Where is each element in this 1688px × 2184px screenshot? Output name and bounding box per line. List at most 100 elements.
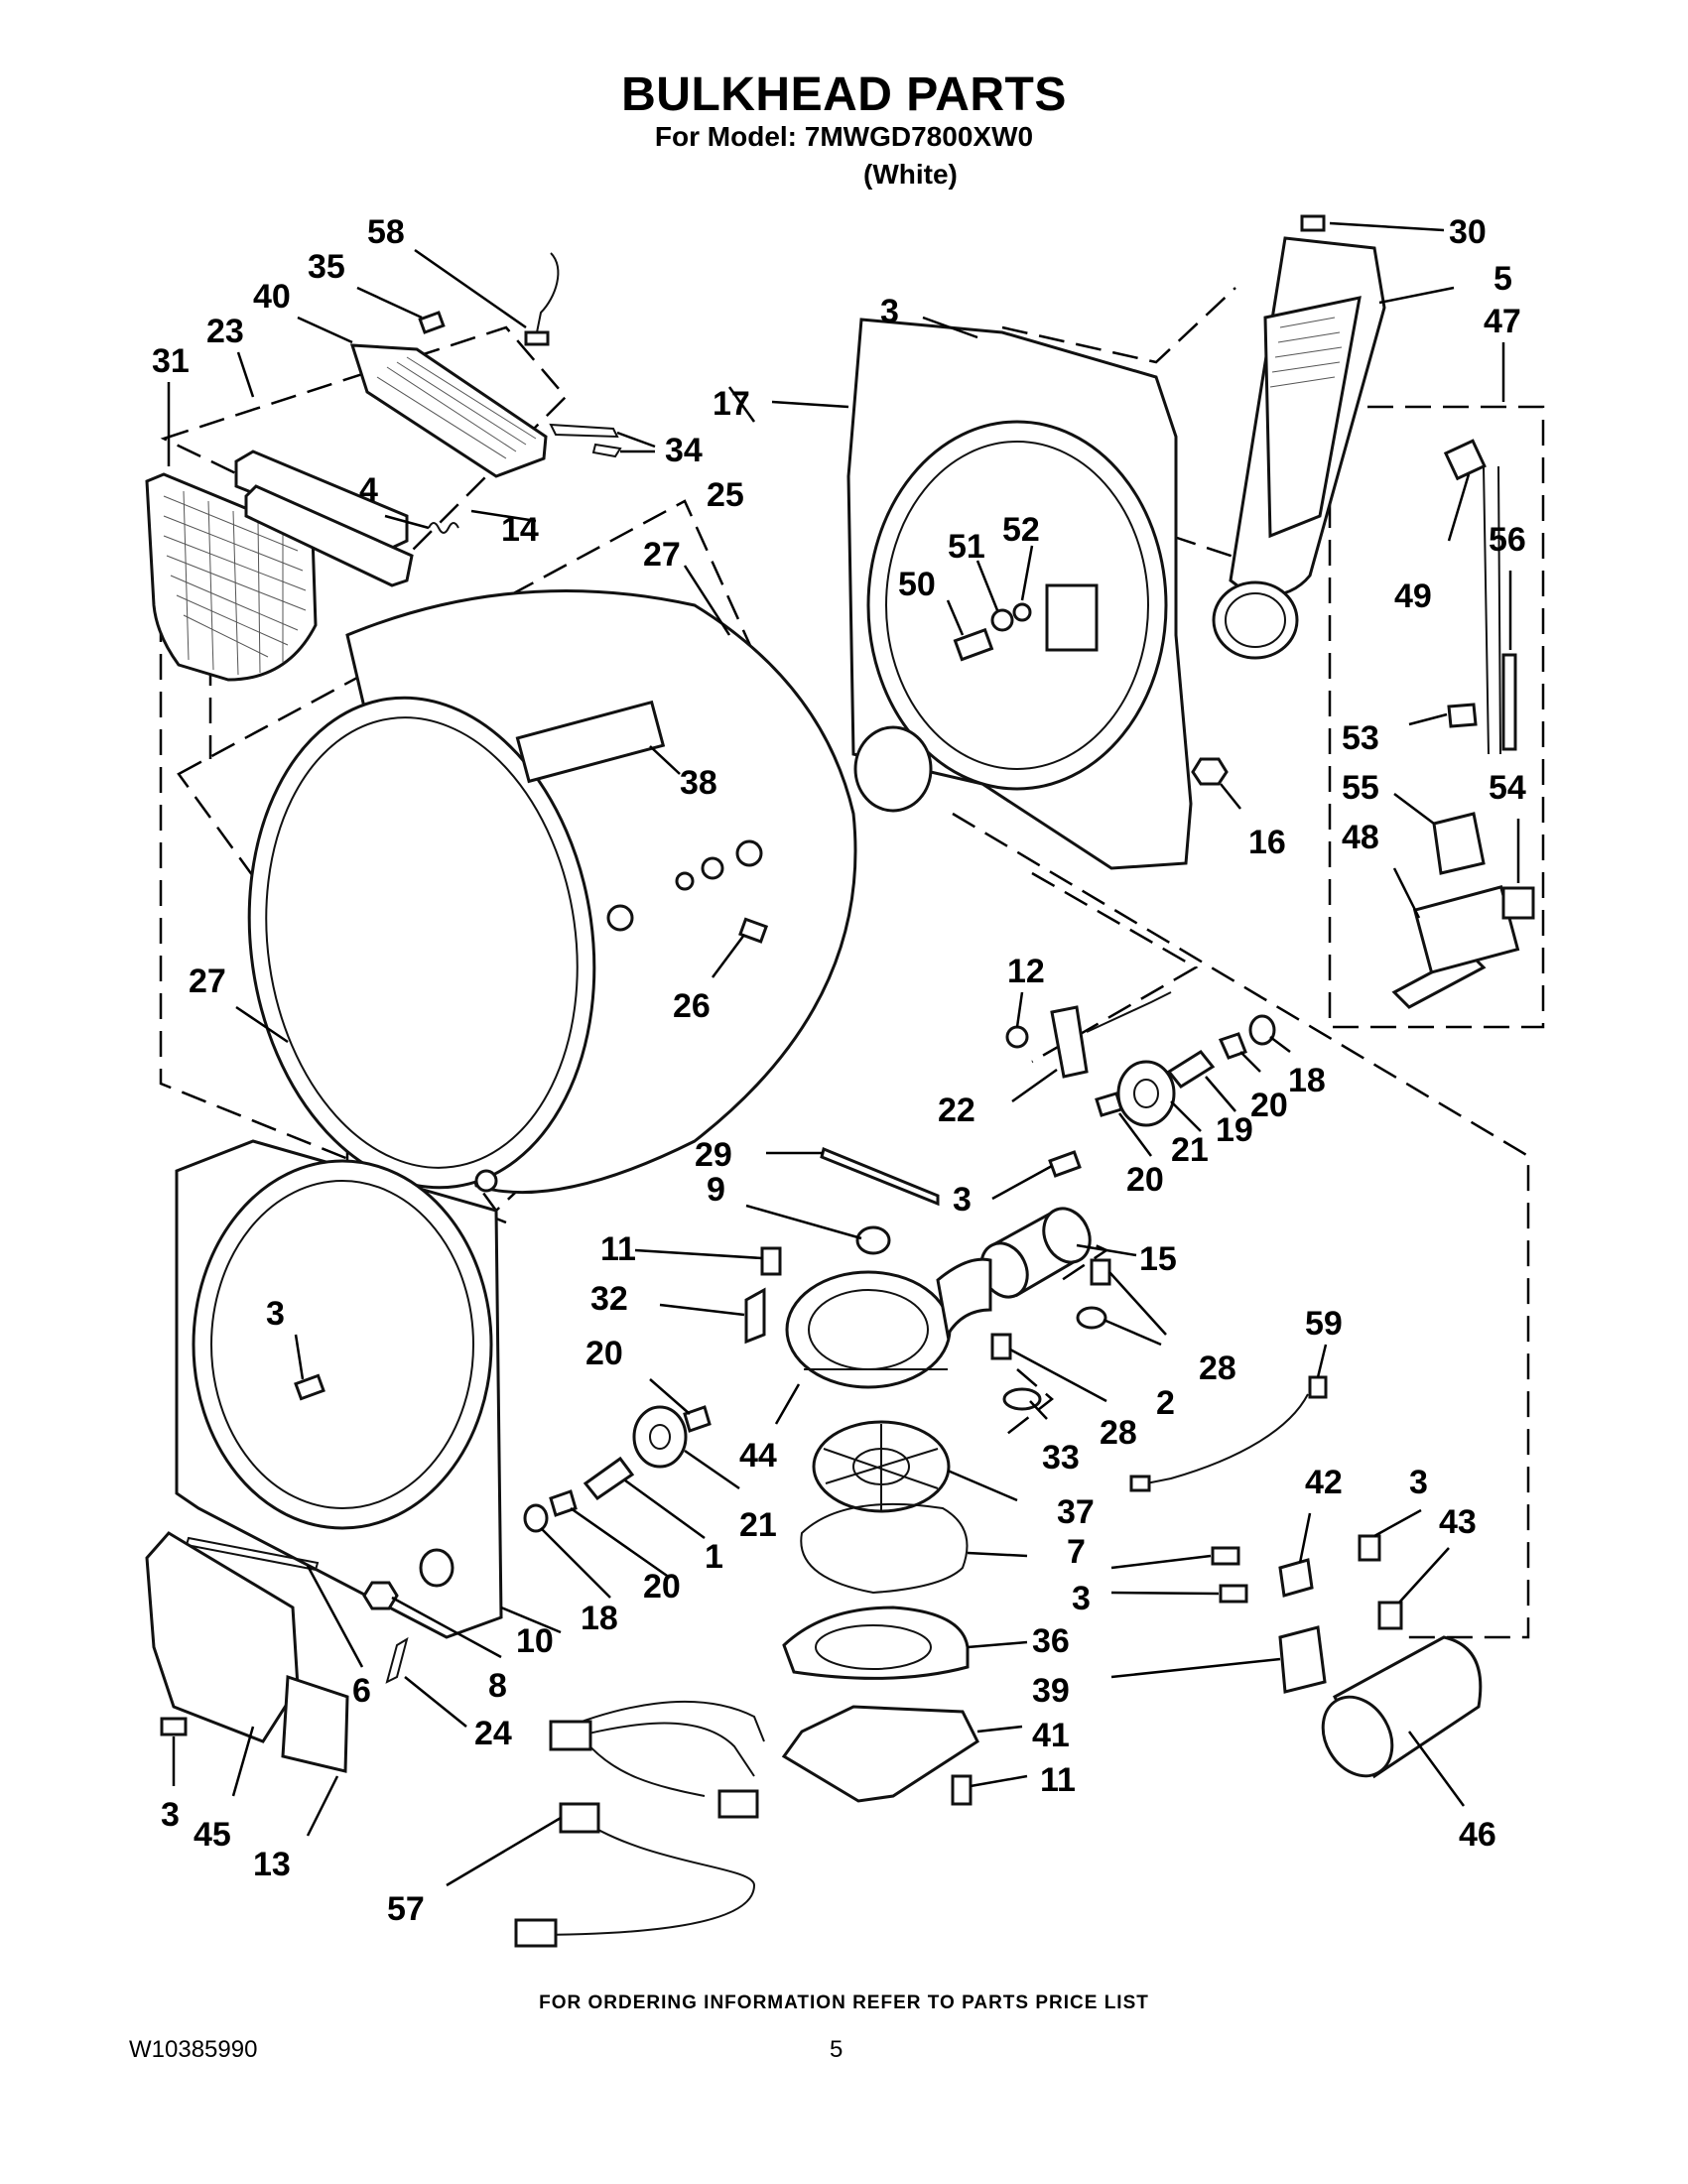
callout-39: 39	[1032, 1672, 1070, 1710]
callout-34: 34	[665, 432, 703, 469]
bracket-32	[744, 1287, 766, 1345]
callout-3-rear: 3	[880, 293, 899, 330]
model-line: For Model: 7MWGD7800XW0	[654, 121, 1034, 152]
front-bulkhead-10	[175, 1139, 503, 1639]
clip-20-middle	[1095, 1092, 1123, 1117]
callout-4: 4	[359, 471, 378, 509]
callout-2: 2	[1156, 1384, 1175, 1422]
callout-49: 49	[1394, 578, 1432, 615]
lint-housing-14	[234, 450, 414, 587]
callout-11-bottom: 11	[1040, 1761, 1076, 1799]
callout-20-middle: 20	[1126, 1161, 1164, 1199]
spring-4	[428, 522, 459, 534]
screw-3-heater-upper	[1211, 1546, 1240, 1566]
exhaust-duct-5	[1212, 236, 1386, 660]
callout-46: 46	[1459, 1816, 1496, 1854]
callout-18-left: 18	[581, 1600, 618, 1637]
screw-11-bottom	[951, 1774, 973, 1806]
callout-28-lower: 28	[1100, 1414, 1137, 1452]
document-number: W10385990	[129, 2036, 258, 2063]
washer-18-left	[523, 1503, 549, 1533]
callout-27-left: 27	[189, 963, 226, 1000]
screw-28-upper	[1090, 1258, 1111, 1286]
screw-3-bracket	[1048, 1150, 1082, 1178]
screw-28-lower	[990, 1333, 1012, 1360]
duct-link	[1170, 534, 1291, 578]
belt-29	[820, 1146, 940, 1207]
screw-3-bottom	[160, 1717, 188, 1736]
clip-24	[385, 1636, 409, 1684]
color-line: (White)	[863, 159, 958, 190]
callout-14: 14	[501, 511, 539, 549]
callout-17: 17	[713, 385, 750, 423]
clip-2	[1076, 1306, 1107, 1330]
drum-27	[247, 588, 857, 1195]
callout-57: 57	[387, 1890, 425, 1928]
gas-valve-48	[1391, 885, 1520, 1009]
lint-duct-45	[145, 1531, 300, 1743]
leader-lines	[167, 221, 1520, 1887]
callout-20-left-bottom: 20	[643, 1568, 681, 1606]
idler-pulley-21-left	[632, 1405, 688, 1469]
callout-32: 32	[590, 1280, 628, 1318]
idler-shaft-1	[583, 1456, 635, 1501]
combustion-chamber-46	[1321, 1635, 1483, 1779]
callout-50: 50	[898, 566, 936, 603]
idler-shaft-19	[1166, 1050, 1216, 1089]
gas-tube-49	[1443, 439, 1501, 755]
callout-3-bracket: 3	[953, 1181, 972, 1219]
callout-41: 41	[1032, 1717, 1070, 1754]
callout-19: 19	[1216, 1111, 1253, 1149]
callout-38: 38	[680, 764, 717, 802]
callout-21-right: 21	[1171, 1131, 1209, 1169]
clip-20-left-top	[683, 1405, 712, 1433]
wire-lead-58	[524, 252, 560, 346]
callout-31: 31	[152, 342, 190, 380]
callout-16: 16	[1248, 824, 1286, 861]
blower-cover-36	[782, 1606, 970, 1680]
callout-3-bottom: 3	[161, 1796, 180, 1834]
callout-59: 59	[1305, 1305, 1343, 1343]
screw-30	[1300, 214, 1326, 232]
callout-15: 15	[1139, 1240, 1177, 1278]
callout-3-heater-top: 3	[1409, 1464, 1428, 1501]
callout-1: 1	[705, 1538, 723, 1576]
callout-3-front: 3	[266, 1295, 285, 1333]
callout-30: 30	[1449, 213, 1487, 251]
fitting-54	[1501, 886, 1535, 920]
callout-20-left-top: 20	[585, 1335, 623, 1372]
idler-pulley-21-right	[1116, 1060, 1176, 1127]
callout-18-right: 18	[1288, 1062, 1326, 1099]
callout-20-right: 20	[1250, 1087, 1288, 1124]
screw-3-front	[294, 1373, 325, 1401]
callout-22: 22	[938, 1092, 975, 1129]
callout-24: 24	[474, 1715, 512, 1752]
nut-8	[362, 1581, 399, 1610]
callout-8: 8	[488, 1667, 507, 1705]
blower-wheel-37	[812, 1420, 951, 1513]
washer-18-right	[1248, 1014, 1276, 1046]
callout-40: 40	[253, 278, 291, 316]
seals-34	[549, 423, 622, 458]
callout-26: 26	[673, 987, 711, 1025]
gasket-7	[800, 1502, 969, 1595]
callout-29: 29	[695, 1136, 732, 1174]
callout-23: 23	[206, 313, 244, 350]
callout-25: 25	[707, 476, 744, 514]
ordering-note: FOR ORDERING INFORMATION REFER TO PARTS …	[539, 1992, 1149, 2013]
callout-36: 36	[1032, 1622, 1070, 1660]
callout-28-upper: 28	[1199, 1349, 1236, 1387]
callout-51: 51	[948, 528, 985, 566]
callout-numbers: 58 35 40 23 31 3 17 30 5 47 34 25 4 14 2…	[152, 213, 1526, 1928]
sensor-56	[1501, 653, 1517, 751]
callout-35: 35	[308, 248, 345, 286]
callout-58: 58	[367, 213, 405, 251]
callout-53: 53	[1342, 719, 1379, 757]
motor-15	[979, 1207, 1092, 1299]
clip-20-right	[1218, 1032, 1247, 1060]
nut-16	[1191, 757, 1229, 786]
bracket-55	[1432, 812, 1486, 875]
callout-7: 7	[1067, 1533, 1086, 1571]
callout-27-top: 27	[643, 536, 681, 574]
